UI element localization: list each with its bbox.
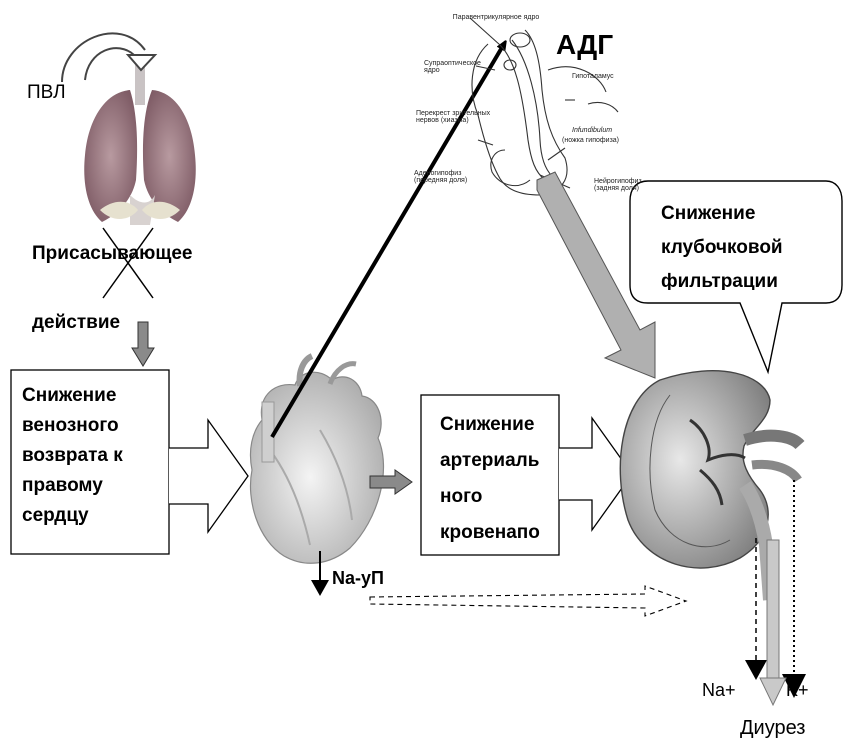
- arrow-heart-to-brain: [272, 44, 504, 437]
- lungs-image: [72, 65, 196, 225]
- k-plus-label: K+: [786, 681, 809, 699]
- suction-label-line2: действие: [32, 313, 120, 332]
- label-hypothalamus: Гипоталамус: [572, 73, 614, 80]
- arrow-venous-to-heart: [169, 420, 248, 532]
- adh-label: АДГ: [556, 31, 613, 59]
- na-up-label: Na-уП: [332, 569, 384, 587]
- dashed-arrow-natriuretic: [370, 586, 686, 616]
- glomerular-line-3: фильтрации: [661, 265, 833, 290]
- down-arrow-to-venous-box: [132, 322, 154, 366]
- venous-line-3: возврата к: [22, 441, 167, 471]
- venous-line-4: правому: [22, 471, 167, 501]
- glomerular-bubble-text: Снижение клубочковой фильтрации: [661, 197, 833, 290]
- venous-line-5: сердцу: [22, 501, 167, 531]
- heart-image: [250, 356, 383, 563]
- venous-line-2: венозного: [22, 411, 167, 441]
- k-excretion-arrow: [782, 480, 806, 698]
- glomerular-line-1: Снижение: [661, 197, 833, 231]
- label-infundibulum: Infundibulum: [572, 127, 612, 134]
- arterial-line-2: артериаль: [440, 443, 558, 479]
- venous-box-text: Снижение венозного возврата к правому се…: [22, 381, 167, 549]
- label-adenohypophysis: Аденогипофиз (передняя доля): [414, 170, 486, 184]
- label-supraoptic: Супраоптическое ядро: [424, 60, 492, 74]
- arterial-line-4: кровенапо: [440, 515, 558, 549]
- arterial-box-text: Снижение артериаль ного кровенапо: [440, 407, 558, 549]
- arterial-line-1: Снижение: [440, 407, 558, 443]
- diuresis-label: Диурез: [740, 718, 805, 738]
- ivl-label: ПВЛ: [27, 83, 66, 102]
- label-neurohypophysis: Нейрогипофиз (задняя доля): [594, 178, 654, 192]
- glomerular-line-2: клубочковой: [661, 231, 833, 265]
- label-chiasm: Перекрест зрительных нервов (хиазма): [416, 110, 492, 124]
- label-infundibulum-sub: (ножка гипофиза): [562, 137, 619, 144]
- arterial-line-3: ного: [440, 479, 558, 515]
- suction-label-line1: Присасывающее: [32, 244, 193, 263]
- venous-line-1: Снижение: [22, 381, 167, 411]
- label-paraventricular: Паравентрикулярное ядро: [436, 14, 556, 21]
- na-plus-label: Na+: [702, 681, 736, 699]
